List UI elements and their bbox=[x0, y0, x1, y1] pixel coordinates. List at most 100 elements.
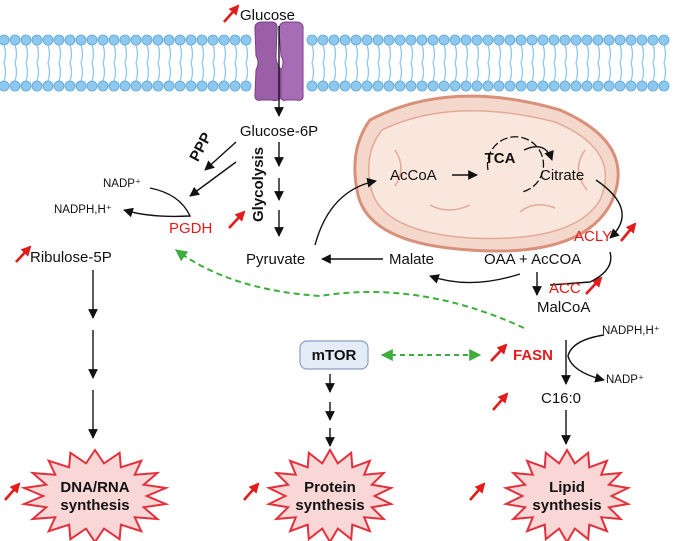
lipid-tail bbox=[58, 44, 62, 64]
lipid-tail bbox=[410, 44, 414, 64]
lipid-tail bbox=[168, 44, 172, 64]
lipid-tail bbox=[597, 44, 601, 64]
lipid-head bbox=[174, 34, 186, 46]
lipid-head bbox=[339, 34, 351, 46]
lipid-tail bbox=[333, 62, 337, 82]
lipid-head bbox=[647, 34, 659, 46]
lipid-tail bbox=[564, 44, 568, 64]
lipid-head bbox=[504, 34, 516, 46]
lipid-tail bbox=[553, 44, 557, 64]
cofactor-nadph-ppp: NADPH,H⁺ bbox=[54, 204, 112, 216]
lipid-head bbox=[471, 80, 483, 92]
lipid-head bbox=[108, 34, 120, 46]
lipid-head bbox=[42, 34, 54, 46]
lipid-head bbox=[306, 80, 318, 92]
lipid-head bbox=[185, 80, 197, 92]
lipid-tail bbox=[608, 62, 612, 82]
lipid-tail bbox=[344, 44, 348, 64]
lipid-tail bbox=[432, 62, 436, 82]
lipid-head bbox=[119, 34, 131, 46]
cofactor-nadph-fasn: NADPH,H⁺ bbox=[602, 325, 660, 337]
lipid-head bbox=[339, 80, 351, 92]
lipid-head bbox=[625, 34, 637, 46]
label-citrate: Citrate bbox=[540, 167, 584, 184]
lipid-tail bbox=[652, 44, 656, 64]
lipid-head bbox=[482, 34, 494, 46]
lipid-head bbox=[97, 80, 109, 92]
lipid-head bbox=[152, 34, 164, 46]
up-arrow-acc bbox=[585, 276, 603, 295]
up-arrow-c160 bbox=[492, 392, 509, 411]
lipid-head bbox=[31, 34, 43, 46]
lipid-head bbox=[614, 34, 626, 46]
lipid-tail bbox=[201, 62, 205, 82]
arrow-tca-to-citrate bbox=[523, 146, 554, 161]
lipid-tail bbox=[498, 44, 502, 64]
lipid-head bbox=[427, 80, 439, 92]
lipid-head bbox=[97, 34, 109, 46]
lipid-tail bbox=[454, 62, 458, 82]
lipid-tail bbox=[377, 62, 381, 82]
lipid-head bbox=[482, 80, 494, 92]
lipid-head bbox=[240, 34, 252, 46]
lipid-head bbox=[383, 34, 395, 46]
lipid-head bbox=[130, 34, 142, 46]
enzyme-pgdh: PGDH bbox=[169, 220, 212, 237]
lipid-head bbox=[438, 34, 450, 46]
lipid-tail bbox=[454, 44, 458, 64]
enzyme-acly: ACLY bbox=[574, 228, 612, 245]
lipid-head bbox=[20, 34, 32, 46]
lipid-head bbox=[229, 34, 241, 46]
lipid-tail bbox=[102, 44, 106, 64]
lipid-head bbox=[174, 80, 186, 92]
burst-dna-rna bbox=[20, 448, 170, 541]
lipid-head bbox=[361, 34, 373, 46]
lipid-tail bbox=[333, 44, 337, 64]
lipid-tail bbox=[619, 62, 623, 82]
label-acoa: AcCoA bbox=[390, 167, 437, 184]
lipid-tail bbox=[322, 62, 326, 82]
lipid-head bbox=[581, 80, 593, 92]
cell-membrane bbox=[0, 34, 670, 92]
outcome-protein-line2: synthesis bbox=[295, 497, 364, 514]
label-tca: TCA bbox=[485, 150, 516, 167]
lipid-head bbox=[548, 34, 560, 46]
lipid-head bbox=[31, 80, 43, 92]
lipid-tail bbox=[410, 62, 414, 82]
lipid-head bbox=[504, 80, 516, 92]
arrow-fasn-nadph-loop bbox=[567, 334, 605, 383]
lipid-tail bbox=[663, 62, 667, 82]
lipid-tail bbox=[443, 44, 447, 64]
label-oaa: OAA + AcCOA bbox=[484, 251, 581, 268]
lipid-head bbox=[185, 34, 197, 46]
lipid-tail bbox=[608, 44, 612, 64]
lipid-head bbox=[361, 80, 373, 92]
lipid-tail bbox=[663, 44, 667, 64]
lipid-head bbox=[603, 34, 615, 46]
lipid-head bbox=[581, 34, 593, 46]
lipid-head bbox=[64, 80, 76, 92]
arrow-acc-loop bbox=[549, 251, 612, 286]
lipid-head bbox=[53, 34, 65, 46]
lipid-tail bbox=[388, 62, 392, 82]
lipid-tail bbox=[366, 44, 370, 64]
lipid-head bbox=[317, 34, 329, 46]
lipid-head bbox=[416, 80, 428, 92]
lipid-head bbox=[229, 80, 241, 92]
lipid-tail bbox=[586, 44, 590, 64]
lipid-tail bbox=[3, 44, 7, 64]
lipid-head bbox=[207, 34, 219, 46]
lipid-tail bbox=[113, 44, 117, 64]
lipid-tail bbox=[179, 62, 183, 82]
lipid-tail bbox=[47, 62, 51, 82]
lipid-head bbox=[0, 80, 10, 92]
up-arrow-lipid bbox=[469, 482, 486, 501]
enzyme-fasn: FASN bbox=[513, 347, 553, 364]
lipid-tail bbox=[91, 44, 95, 64]
up-arrow-glucose bbox=[223, 4, 240, 23]
label-glucose: Glucose bbox=[240, 7, 295, 24]
lipid-head bbox=[64, 34, 76, 46]
lipid-tail bbox=[190, 44, 194, 64]
lipid-head bbox=[493, 34, 505, 46]
